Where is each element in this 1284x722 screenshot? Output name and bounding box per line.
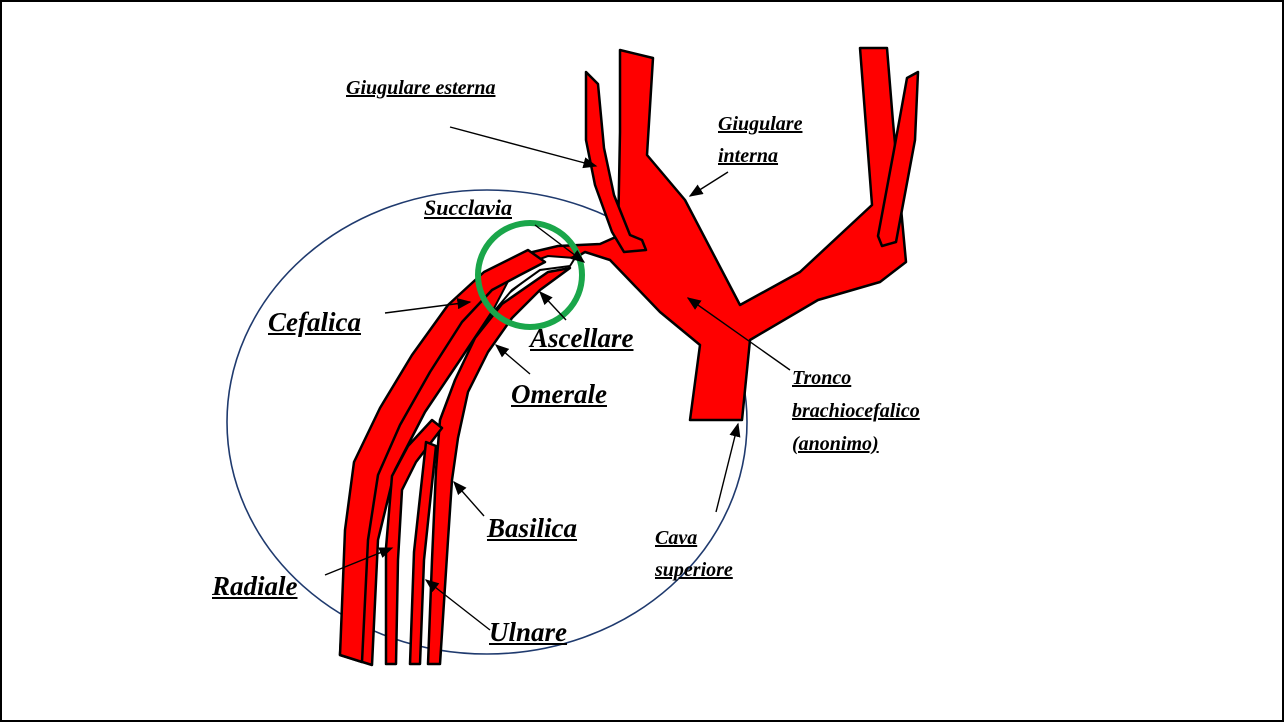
pointer-cava [716, 424, 738, 512]
label-giugulare-esterna: Giugulare esterna [346, 78, 495, 99]
label-cefalica: Cefalica [268, 308, 361, 336]
label-ascellare: Ascellare [530, 324, 633, 352]
pointer-giugulare-esterna [450, 127, 596, 166]
pointer-basilica [454, 482, 484, 516]
label-radiale: Radiale [212, 572, 298, 600]
label-ulnare: Ulnare [489, 618, 567, 646]
pointer-giugulare-interna [690, 172, 728, 196]
label-tronco-line3: (anonimo) [792, 434, 879, 455]
label-tronco-line2: brachiocefalico [792, 401, 920, 422]
label-giugulare-interna-line1: Giugulare [718, 114, 802, 135]
label-tronco-line1: Tronco [792, 368, 851, 389]
label-omerale: Omerale [511, 380, 607, 408]
label-cava-line2: superiore [655, 560, 733, 581]
label-succlavia: Succlavia [424, 196, 512, 219]
label-giugulare-interna-line2: interna [718, 146, 778, 167]
label-basilica: Basilica [487, 514, 577, 542]
pointer-ascellare [540, 292, 566, 320]
label-cava-line1: Cava [655, 528, 697, 549]
pointer-omerale [496, 345, 530, 374]
